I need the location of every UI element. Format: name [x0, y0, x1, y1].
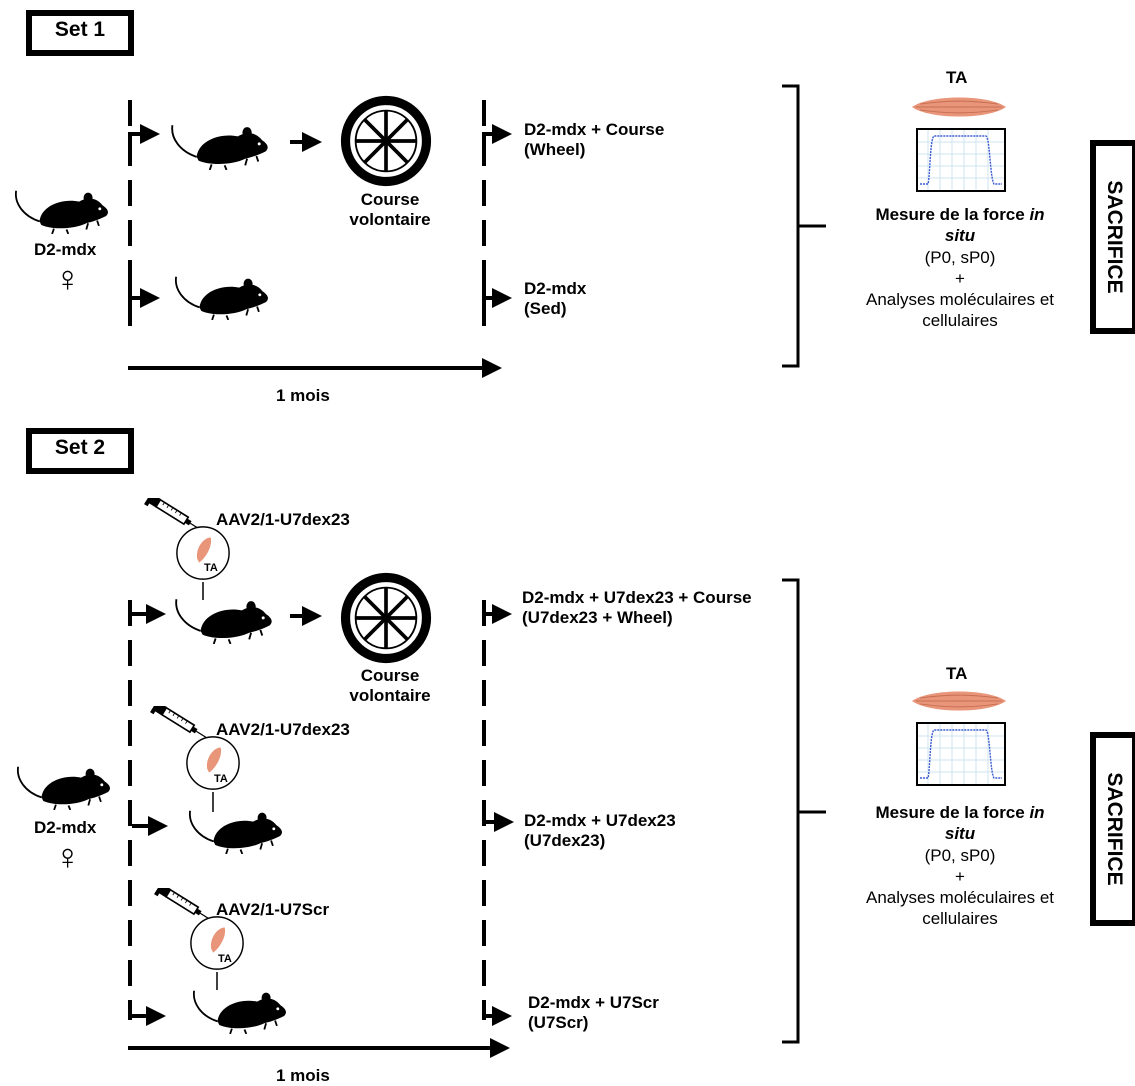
running-wheel-icon — [346, 101, 427, 182]
mouse-icon — [188, 809, 283, 854]
set2-sacrifice-label: SACRIFICE — [1103, 772, 1126, 886]
set2-label-box: Set 2 — [26, 428, 134, 474]
female-symbol: ♀ — [54, 258, 81, 299]
set1-group-wheel: D2-mdx + Course (Wheel) — [524, 120, 665, 159]
set1-branch-arrows — [128, 124, 512, 308]
set2-group-u7scr: D2-mdx + U7Scr (U7Scr) — [528, 993, 659, 1032]
muscle-icon — [911, 690, 1007, 712]
set2-sacrifice-box: SACRIFICE — [1090, 732, 1135, 926]
set2-measurements: Mesure de la force in situ (P0, sP0) + A… — [865, 803, 1055, 929]
set2-group-u7dex23-wheel: D2-mdx + U7dex23 + Course (U7dex23 + Whe… — [522, 588, 752, 627]
set1-wheel-label: Course volontaire — [349, 190, 431, 229]
set2-branch-arrows — [128, 600, 514, 1026]
set2-wheel-label: Course volontaire — [349, 666, 431, 705]
set2-start-group: D2-mdx — [34, 818, 97, 837]
mouse-icon — [175, 598, 273, 644]
set2-bracket — [782, 578, 826, 1044]
force-trace-plot — [916, 128, 1006, 192]
female-symbol: ♀ — [54, 836, 81, 877]
set1-measurements: Mesure de la force in situ (P0, sP0) + A… — [865, 205, 1055, 331]
mouse-icon — [16, 765, 111, 810]
set1-start-group: D2-mdx — [34, 240, 97, 259]
set1-sacrifice-box: SACRIFICE — [1090, 140, 1135, 334]
set1-duration: 1 mois — [276, 386, 330, 405]
injection-site-circle — [190, 916, 244, 970]
set1-group-sed: D2-mdx (Sed) — [524, 279, 587, 318]
set2-group-u7dex23: D2-mdx + U7dex23 (U7dex23) — [524, 811, 676, 850]
set2-label: Set 2 — [54, 436, 106, 459]
set1-label: Set 1 — [54, 18, 106, 41]
set2-injection-3: AAV2/1-U7Scr — [216, 900, 330, 919]
set2-injection-site-2: TA — [214, 773, 228, 785]
force-trace-plot — [916, 722, 1006, 786]
mouse-icon — [14, 189, 109, 234]
muscle-icon — [911, 96, 1007, 118]
mouse-icon — [174, 275, 269, 320]
injection-site-circle — [186, 736, 240, 790]
set2-muscle-label: TA — [946, 664, 968, 683]
set1-bracket — [782, 84, 826, 368]
set1-sacrifice-label: SACRIFICE — [1103, 180, 1126, 294]
set1-label-box: Set 1 — [26, 10, 134, 56]
set2-injection-site-1: TA — [204, 562, 218, 574]
set2-duration: 1 mois — [276, 1066, 330, 1085]
set1-muscle-label: TA — [946, 68, 968, 87]
set2-injection-site-3: TA — [218, 953, 232, 965]
set2-injection-1: AAV2/1-U7dex23 — [216, 510, 350, 529]
injection-site-circle — [176, 526, 230, 580]
set2-injection-2: AAV2/1-U7dex23 — [216, 720, 350, 739]
mouse-icon — [192, 989, 287, 1034]
mouse-icon — [171, 124, 269, 170]
running-wheel-icon — [346, 578, 427, 659]
